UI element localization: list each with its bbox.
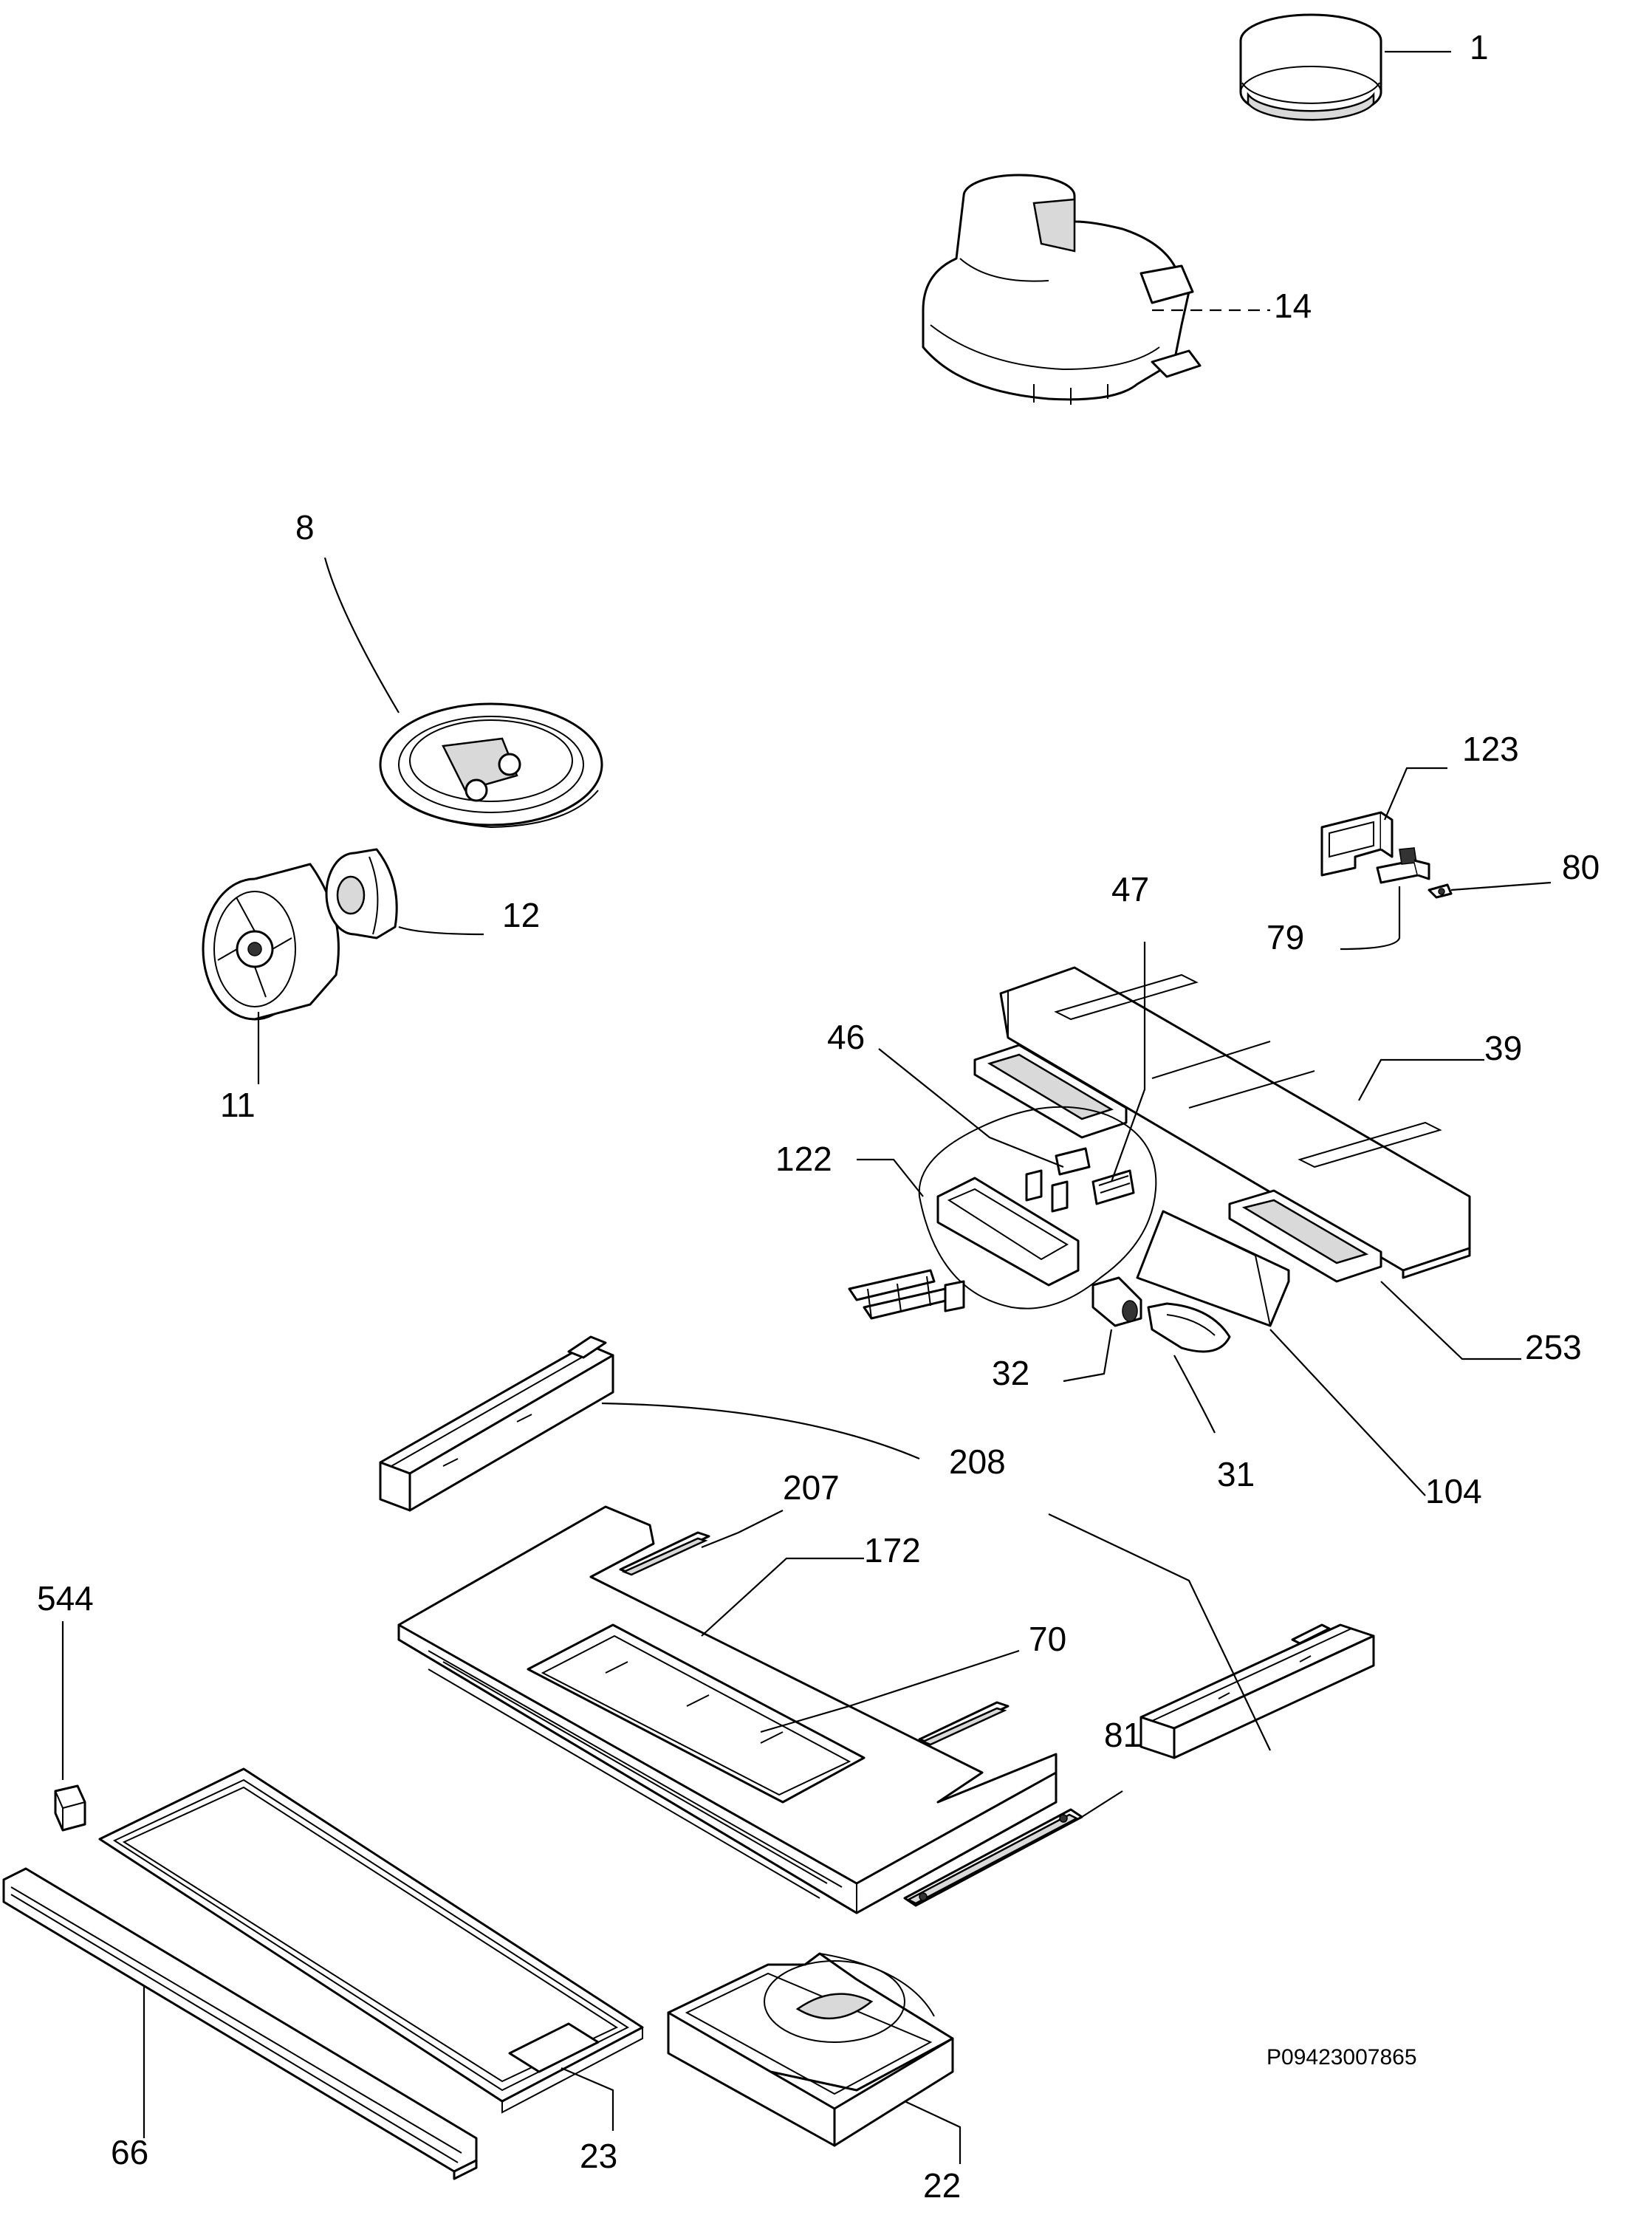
leader-46 [878, 1048, 1064, 1168]
part-8-motor-plate [379, 702, 603, 829]
leader-31 [1173, 1355, 1216, 1434]
part-14-blower-housing [922, 174, 1202, 405]
leader-22 [904, 2101, 962, 2164]
part-122-electronics-housing [848, 1106, 1157, 1320]
leader-208a [601, 1402, 920, 1460]
document-code: P09423007865 [1267, 2045, 1417, 2070]
part-11-fan-wheel [202, 863, 340, 1021]
callout-22: 22 [923, 2166, 961, 2205]
part-207-slider-strip [619, 1531, 1010, 1746]
callout-122: 122 [775, 1140, 832, 1178]
part-1-collar [1239, 13, 1382, 121]
callout-12: 12 [502, 896, 540, 934]
leader-123 [1383, 767, 1447, 821]
leader-122 [857, 1158, 924, 1197]
part-79-switch [1376, 847, 1430, 884]
callout-79: 79 [1267, 918, 1304, 956]
part-66-front-trim [2, 1867, 478, 2180]
leader-lines [61, 50, 1552, 2164]
leader-172 [701, 1557, 864, 1637]
callout-14: 14 [1274, 287, 1312, 325]
part-22-filter-tray [667, 1952, 954, 2147]
part-80-knob [1427, 883, 1453, 899]
callout-66: 66 [111, 2133, 148, 2171]
leader-39 [1358, 1058, 1484, 1101]
callout-31: 31 [1217, 1455, 1255, 1493]
part-123-switch-bracket [1320, 811, 1394, 877]
callout-47: 47 [1111, 870, 1149, 908]
callout-81: 81 [1104, 1716, 1142, 1754]
callout-208: 208 [949, 1442, 1006, 1481]
callout-23: 23 [580, 2137, 617, 2175]
part-32-lamp-socket [1091, 1276, 1142, 1327]
part-172-main-frame [397, 1505, 1058, 1914]
leader-80 [1450, 881, 1552, 891]
part-39-panel-rail [999, 966, 1471, 1279]
leader-23 [561, 2067, 614, 2131]
callout-544: 544 [37, 1579, 94, 1617]
callout-253: 253 [1525, 1328, 1582, 1366]
leader-79 [1340, 886, 1401, 951]
part-544-cap [54, 1784, 86, 1832]
part-23-grease-filter [98, 1767, 644, 2114]
leader-32 [1063, 1329, 1113, 1383]
leader-253 [1380, 1281, 1521, 1360]
callout-1: 1 [1470, 28, 1489, 66]
callout-207: 207 [783, 1468, 840, 1507]
part-104-reflector [1136, 1210, 1290, 1327]
leader-81 [1081, 1790, 1123, 1818]
part-12-motor [325, 848, 398, 939]
callout-46: 46 [827, 1018, 865, 1056]
part-81-telescopic-slide [903, 1808, 1083, 1907]
callout-32: 32 [992, 1354, 1029, 1392]
callout-172: 172 [864, 1531, 921, 1569]
part-208-side-rail-right [1139, 1623, 1375, 1759]
callout-11: 11 [220, 1086, 256, 1124]
leader-207 [701, 1510, 784, 1549]
leader-208b [1048, 1513, 1271, 1751]
part-208-side-rail-left [379, 1335, 614, 1512]
leader-8 [323, 557, 400, 713]
callout-labels: 1 14 8 12 11 123 80 79 47 46 39 122 253 … [37, 28, 1600, 2205]
leader-12 [398, 925, 484, 936]
callout-123: 123 [1462, 730, 1519, 768]
callout-8: 8 [295, 508, 315, 547]
leader-70 [760, 1649, 1020, 1733]
callout-80: 80 [1562, 848, 1600, 886]
part-253-lens-panel [973, 1044, 1382, 1283]
callout-70: 70 [1029, 1620, 1066, 1658]
callout-39: 39 [1484, 1029, 1522, 1067]
leader-47 [1110, 942, 1146, 1182]
leader-104 [1269, 1329, 1426, 1496]
part-31-bulb [1147, 1302, 1231, 1353]
callout-104: 104 [1425, 1472, 1482, 1510]
